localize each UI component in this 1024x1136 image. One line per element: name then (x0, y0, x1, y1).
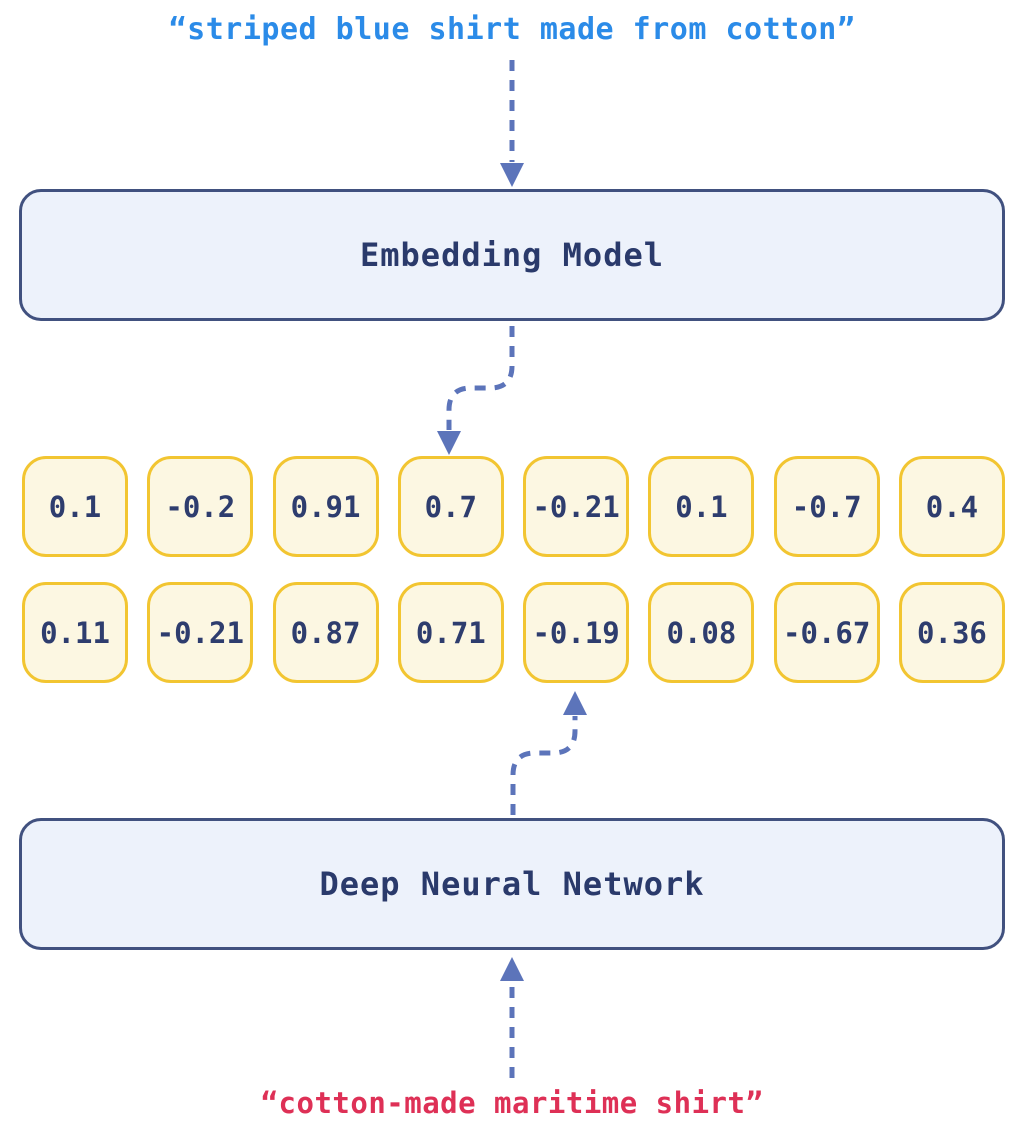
input-query-text: “striped blue shirt made from cotton” (168, 12, 856, 47)
embedding-vector-row-1: 0.1 -0.2 0.91 0.7 -0.21 0.1 -0.7 0.4 (22, 456, 1005, 557)
vector-cell: 0.36 (898, 582, 1005, 683)
vector-cell: -0.21 (523, 456, 630, 557)
deep-neural-network-label: Deep Neural Network (319, 865, 705, 903)
vector-cell: 0.1 (648, 456, 755, 557)
vector-cell: 0.08 (648, 582, 755, 683)
embedding-model-box: Embedding Model (19, 189, 1005, 321)
embedding-vector-row-2: 0.11 -0.21 0.87 0.71 -0.19 0.08 -0.67 0.… (22, 582, 1005, 683)
vector-cell: -0.2 (147, 456, 254, 557)
dashed-arrow-down-icon (500, 60, 524, 187)
vector-cell: -0.19 (523, 582, 630, 683)
vector-cell: 0.91 (272, 456, 379, 557)
vector-cell: -0.67 (773, 582, 880, 683)
vector-cell: 0.4 (898, 456, 1005, 557)
vector-cell: -0.21 (147, 582, 254, 683)
dashed-arrow-up-icon (500, 957, 524, 1078)
vector-cell: 0.71 (397, 582, 504, 683)
deep-neural-network-box: Deep Neural Network (19, 818, 1005, 950)
embedding-model-label: Embedding Model (360, 236, 664, 274)
comparison-query-text: “cotton-made maritime shirt” (260, 1086, 764, 1120)
vector-cell: 0.1 (22, 456, 128, 557)
dashed-s-curve-arrow-down-icon (437, 326, 515, 455)
vector-cell: 0.7 (397, 456, 504, 557)
dashed-s-curve-arrow-up-icon (510, 691, 587, 815)
vector-cell: 0.11 (22, 582, 128, 683)
vector-cell: -0.7 (773, 456, 880, 557)
vector-cell: 0.87 (272, 582, 379, 683)
